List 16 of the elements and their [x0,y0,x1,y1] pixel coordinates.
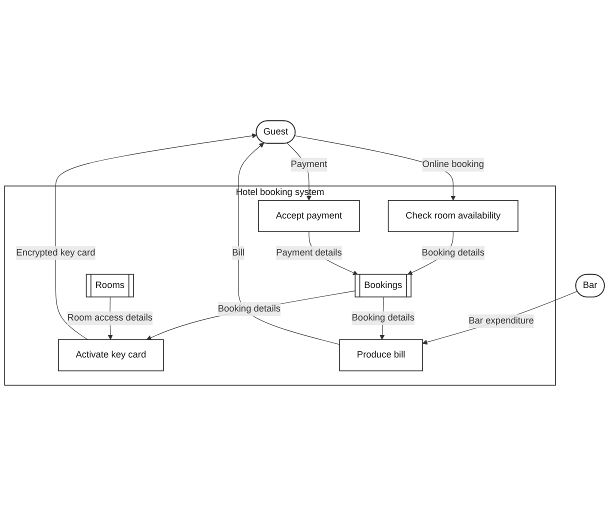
node-box: Check room availability [388,200,518,232]
node-box: Accept payment [258,200,360,232]
edge-label: Payment [290,159,328,170]
edge-label: Online booking [422,159,484,170]
edge-label: Booking details [422,248,484,258]
edge-label: Booking details [218,304,280,314]
node-box: Produce bill [339,339,423,372]
edge-label: Bill [232,248,244,258]
edge-label: Payment details [276,248,342,258]
node-box: Activate key card [58,339,164,372]
edge-label: Room access details [67,313,153,323]
edge-label: Encrypted key card [16,248,96,258]
arrow [146,290,356,340]
edge-label: Booking details [352,313,414,323]
edge-label: Bar expenditure [468,316,534,326]
arrow [422,291,578,345]
